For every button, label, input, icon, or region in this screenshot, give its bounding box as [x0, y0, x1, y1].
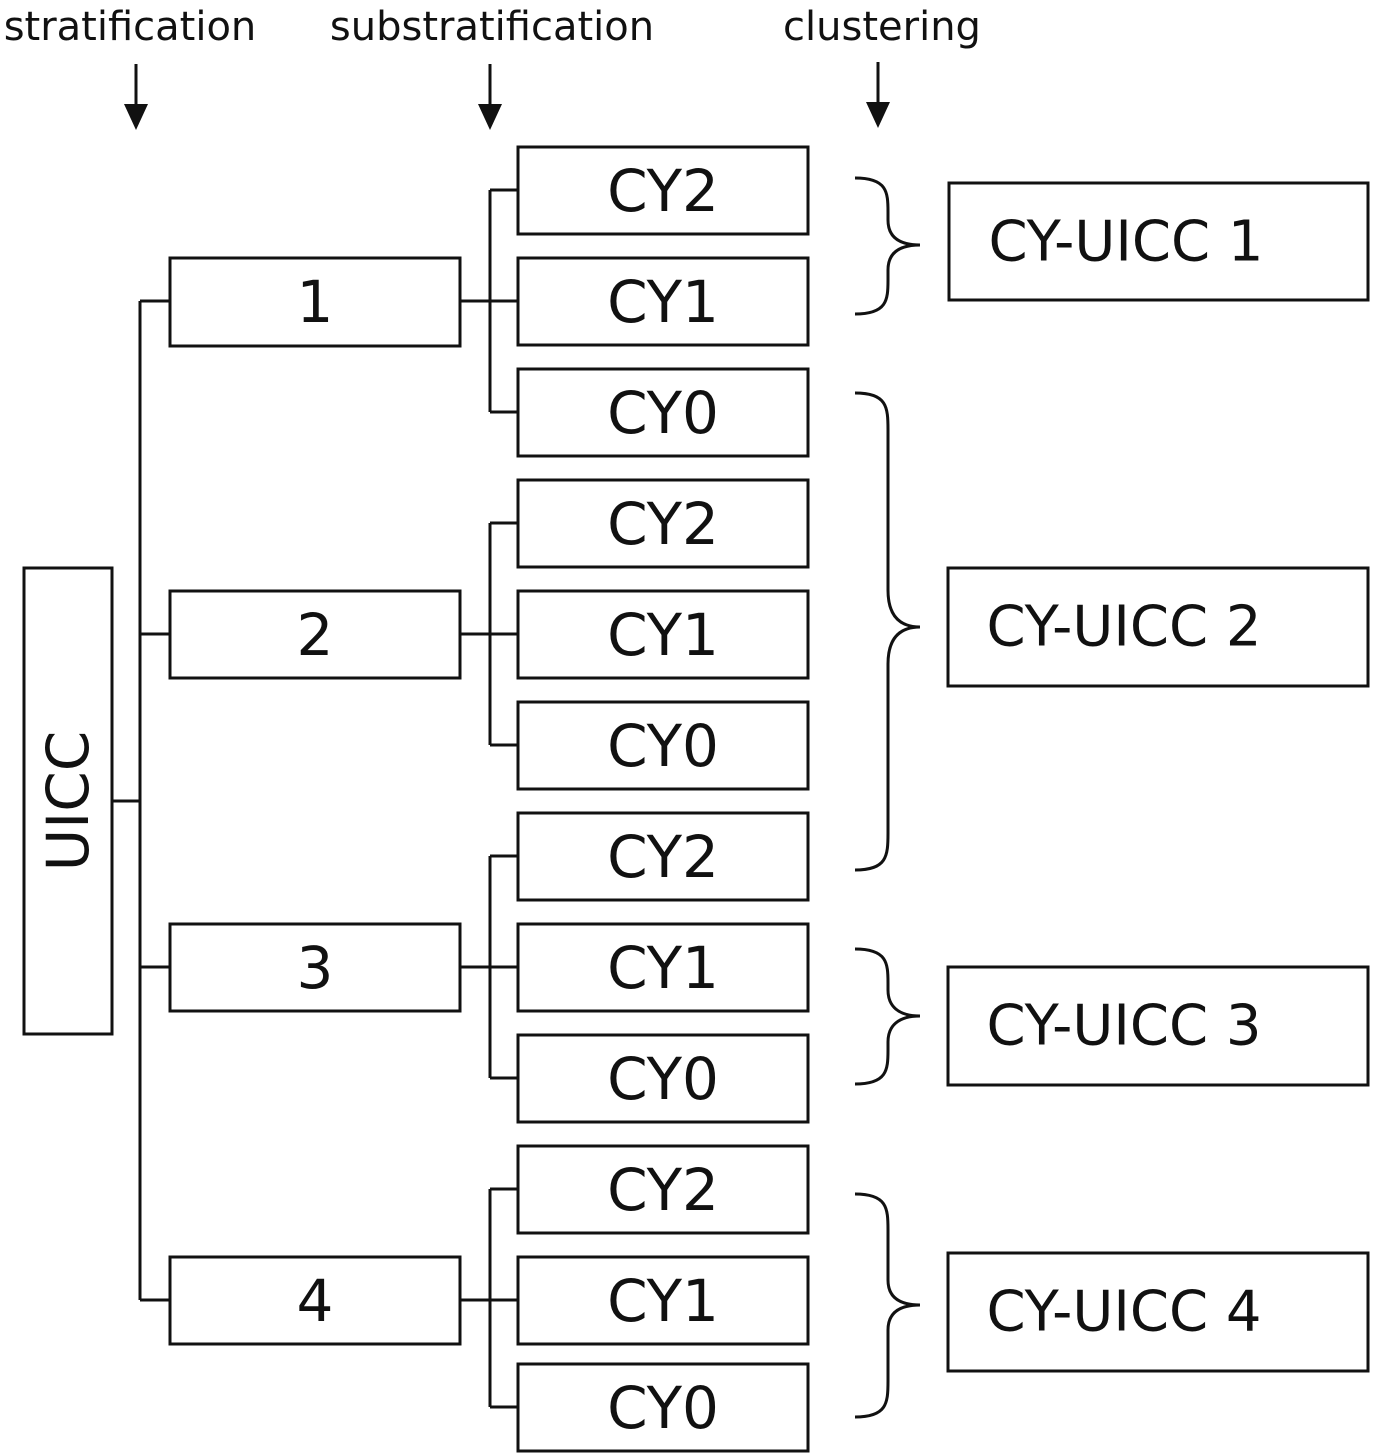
substratum-label: CY2: [607, 823, 719, 891]
substratum-label: CY2: [607, 490, 719, 558]
substratum-box: [516, 1362, 810, 1453]
substratum-label: CY0: [607, 1374, 719, 1442]
stratum-box-3: [168, 922, 462, 1013]
substratum-box: [516, 478, 810, 569]
substratum-label: CY0: [607, 712, 719, 780]
arrow-down-icon: [478, 64, 502, 130]
stratum-group-4: 4 CY2 CY1 CY0: [168, 1144, 810, 1453]
root-connector: [112, 299, 170, 1302]
substratum-box: [516, 1255, 810, 1346]
cluster-box-1: [947, 181, 1370, 302]
header-substratification: substratification: [330, 4, 654, 50]
substratum-box: [516, 589, 810, 680]
header-stratification: stratification: [4, 4, 257, 50]
substratum-label: CY0: [607, 1045, 719, 1113]
substratum-box: [516, 367, 810, 458]
cluster-box-2: [946, 566, 1370, 688]
stratum-label-3: 3: [297, 934, 334, 1002]
stratum-group-2: 2 CY2 CY1 CY0: [168, 478, 810, 791]
substratum-box: [516, 256, 810, 347]
brace-icon: [854, 947, 921, 1086]
substratum-box: [516, 922, 810, 1013]
brace-icon: [854, 1192, 921, 1419]
arrow-down-icon: [866, 62, 890, 128]
substratum-label: CY1: [607, 1267, 719, 1335]
stratum-box-1: [168, 256, 462, 348]
stratum-box-2: [168, 589, 462, 680]
substratum-label: CY0: [607, 379, 719, 447]
substratum-box: [516, 811, 810, 902]
brace-icon: [854, 391, 921, 872]
substratum-label: CY2: [607, 1156, 719, 1224]
root-box: [22, 566, 114, 1036]
cluster-label-4: CY-UICC 4: [986, 1280, 1261, 1345]
cluster-box-3: [946, 965, 1370, 1087]
arrow-down-icon: [124, 64, 148, 130]
cluster-label-1: CY-UICC 1: [988, 210, 1263, 275]
stratum-label-4: 4: [297, 1267, 334, 1335]
cluster-label-3: CY-UICC 3: [986, 994, 1261, 1059]
substratum-label: CY2: [607, 157, 719, 225]
stratum-group-1: 1 CY2 CY1 CY0: [168, 145, 810, 458]
stratum-box-4: [168, 1255, 462, 1346]
stratum-label-1: 1: [297, 268, 334, 336]
substratum-box: [516, 1033, 810, 1124]
header-clustering: clustering: [783, 4, 981, 50]
cluster-label-2: CY-UICC 2: [986, 595, 1261, 660]
substratum-label: CY1: [607, 601, 719, 669]
substratum-box: [516, 145, 810, 236]
stratum-label-2: 2: [297, 601, 334, 669]
substratum-label: CY1: [607, 268, 719, 336]
substratum-box: [516, 1144, 810, 1235]
brace-icon: [854, 176, 921, 316]
substratum-box: [516, 700, 810, 791]
cluster-box-4: [946, 1251, 1370, 1373]
substratum-label: CY1: [607, 934, 719, 1002]
stratum-group-3: 3 CY2 CY1 CY0: [168, 811, 810, 1124]
root-label: UICC: [34, 731, 102, 872]
